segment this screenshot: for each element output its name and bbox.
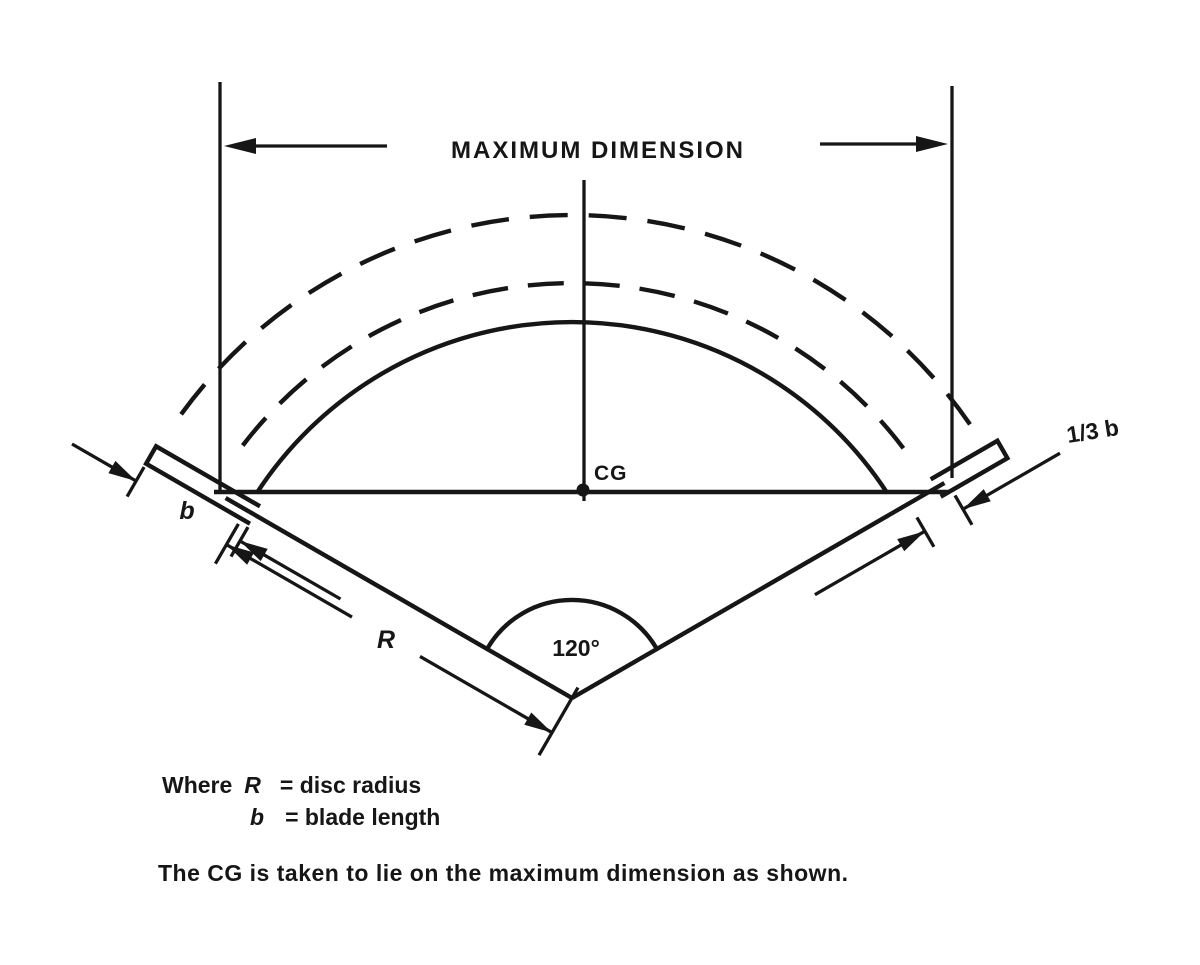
disc-radius-label: R xyxy=(377,626,395,654)
angle-label: 120° xyxy=(552,635,600,661)
tip-extension-label: 1/3 b xyxy=(1065,414,1121,448)
disc-edge-arc xyxy=(254,319,890,495)
blade-axes xyxy=(224,481,946,700)
tip-ext-arrowhead-lower-icon xyxy=(897,531,925,552)
blade-outlines xyxy=(143,437,1011,526)
legend-row-disc-radius: Where R = disc radius xyxy=(162,772,421,799)
tip-ext-tick-inner xyxy=(915,516,936,548)
outer-dashed-arc xyxy=(172,212,972,426)
max-dimension-label: MAXIMUM DIMENSION xyxy=(451,137,745,164)
rotor-arcs xyxy=(172,212,972,495)
legend-definition-b: = blade length xyxy=(285,804,441,830)
cg-label: CG xyxy=(594,462,628,485)
legend-definition-r: = disc radius xyxy=(279,772,422,798)
tip-extension-dimension: 1/3 b xyxy=(814,414,1121,597)
legend-intro: Where xyxy=(162,772,233,798)
inner-dashed-arc xyxy=(238,280,906,450)
centre-axes: CG xyxy=(214,180,948,501)
legend-symbol-r: R xyxy=(244,772,261,798)
blade-arrowhead-root-icon xyxy=(240,541,268,562)
angle-arc xyxy=(485,597,659,651)
blade-arrowhead-tip-icon xyxy=(108,460,137,481)
right-blade-outline xyxy=(929,437,1011,499)
radius-dimension: R xyxy=(213,523,580,757)
radius-tick-outer xyxy=(213,523,240,565)
legend-row-blade-length: b = blade length xyxy=(250,804,440,831)
right-arrowhead-icon xyxy=(916,136,948,152)
max-dimension-annotation: MAXIMUM DIMENSION xyxy=(218,82,954,494)
blade-length-label: b xyxy=(179,497,194,525)
blade-tick-tip xyxy=(125,466,146,498)
legend-symbol-b: b xyxy=(250,804,265,830)
radius-arrowhead-hub-icon xyxy=(524,712,552,733)
radius-tick-hub xyxy=(537,686,580,757)
left-arrowhead-icon xyxy=(224,138,256,154)
angle-dimension: 120° xyxy=(485,597,659,661)
cg-point xyxy=(576,483,590,497)
left-blade-axis xyxy=(224,496,574,700)
tip-ext-tick-outer xyxy=(953,494,974,526)
cg-note: The CG is taken to lie on the maximum di… xyxy=(158,860,849,886)
blade-tick-root xyxy=(229,526,250,558)
left-blade-outline xyxy=(143,443,262,526)
tip-ext-arrowhead-upper-icon xyxy=(963,489,991,510)
blade-length-dimension: b xyxy=(71,442,342,601)
right-blade-axis xyxy=(570,481,946,700)
